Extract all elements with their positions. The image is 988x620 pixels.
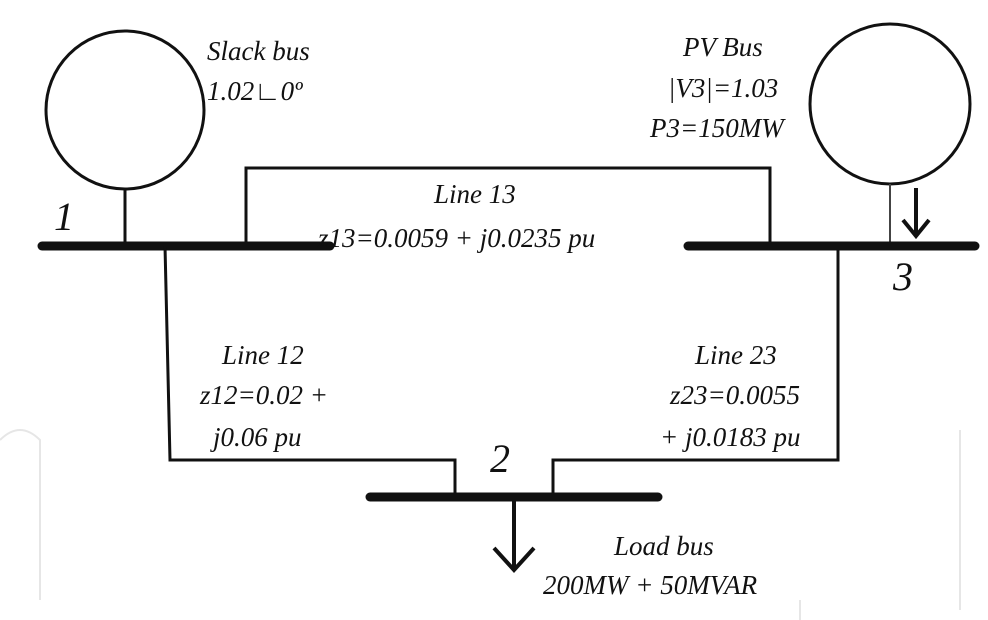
bus-1-voltage: 1.02∟0º: [207, 76, 303, 106]
generator-3-icon: [808, 22, 972, 186]
bus-1-number: 1: [54, 194, 74, 239]
generator-1-icon: [44, 29, 206, 191]
bus-2-type-label: Load bus: [613, 531, 714, 561]
line-12-name: Line 12: [221, 340, 304, 370]
bus-3-type-label: PV Bus: [682, 32, 763, 62]
line-23-name: Line 23: [694, 340, 777, 370]
bus-3-number: 3: [892, 254, 913, 299]
watermark: [0, 429, 961, 620]
bus-3-power: P3=150MW: [649, 113, 786, 143]
line-12: [163, 245, 457, 493]
line-12-impedance-2: j0.06 pu: [210, 422, 302, 452]
bus-3-voltage-magnitude: |V3|=1.03: [668, 73, 778, 103]
bus-2-load: 200MW + 50MVAR: [543, 570, 758, 600]
line-13-impedance: z13=0.0059 + j0.0235 pu: [317, 223, 595, 253]
line-13-name: Line 13: [433, 179, 516, 209]
bus-2-number: 2: [490, 436, 510, 481]
line-23-impedance-2: + j0.0183 pu: [660, 422, 800, 452]
line-23-impedance-1: z23=0.0055: [669, 380, 800, 410]
bus-1-type-label: Slack bus: [207, 36, 310, 66]
line-12-impedance-1: z12=0.02 +: [199, 380, 328, 410]
line-13: [244, 166, 772, 243]
line-23: [551, 250, 840, 493]
load-arrow-bus-3-icon: [901, 188, 931, 240]
load-arrow-bus-2-icon: [492, 501, 536, 573]
